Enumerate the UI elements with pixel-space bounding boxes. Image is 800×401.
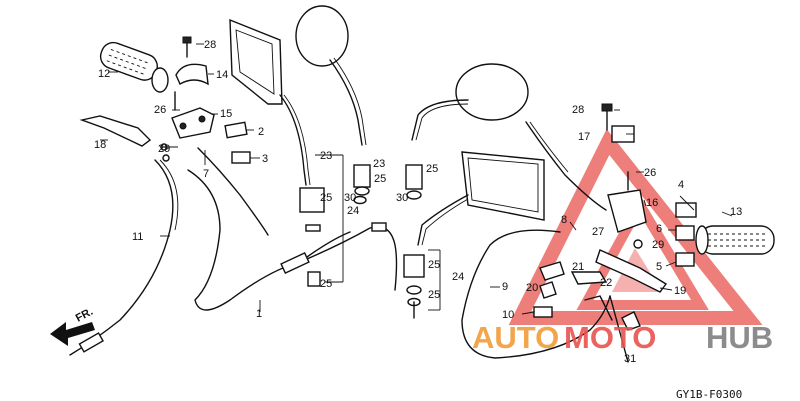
callout-brackets-left bbox=[315, 154, 344, 283]
wire-7 bbox=[197, 147, 269, 236]
label-27: 27 bbox=[592, 226, 604, 238]
label-17: 17 bbox=[578, 131, 590, 143]
bolt-28-right bbox=[601, 103, 613, 112]
label-20: 20 bbox=[526, 282, 538, 294]
label-23a: 23 bbox=[320, 150, 332, 162]
left-mirror bbox=[229, 18, 311, 186]
switch-3 bbox=[231, 151, 251, 164]
label-15: 15 bbox=[220, 108, 232, 120]
throttle-cable-1 bbox=[187, 169, 398, 311]
label-23b: 23 bbox=[373, 158, 385, 170]
switch-6 bbox=[675, 225, 695, 241]
label-6: 6 bbox=[656, 223, 662, 235]
label-24a: 24 bbox=[347, 205, 359, 217]
label-25b: 25 bbox=[374, 173, 386, 185]
label-25a: 25 bbox=[320, 192, 332, 204]
adjuster-lower bbox=[307, 271, 321, 287]
label-16: 16 bbox=[646, 197, 658, 209]
rod-31 bbox=[609, 295, 629, 363]
label-12: 12 bbox=[98, 68, 110, 80]
watermark-hub: HUB bbox=[706, 320, 773, 355]
brake-cable-9 bbox=[461, 229, 611, 359]
label-3: 3 bbox=[262, 153, 268, 165]
nut-29 bbox=[633, 239, 643, 249]
watermark-auto: AUTO bbox=[472, 320, 559, 355]
label-9: 9 bbox=[502, 281, 508, 293]
part-22 bbox=[570, 271, 608, 285]
watermark-text: AUTO MOTO HUB bbox=[472, 320, 773, 355]
part-20 bbox=[539, 281, 557, 299]
part-number-labels: 1 2 3 4 5 6 7 8 9 10 11 12 13 14 15 16 1… bbox=[94, 39, 742, 365]
mirror-adjusters-right bbox=[403, 164, 425, 319]
front-direction-arrow bbox=[50, 322, 95, 346]
leader-lines bbox=[100, 43, 733, 315]
part-10 bbox=[533, 306, 553, 318]
label-7: 7 bbox=[203, 168, 209, 180]
label-5: 5 bbox=[656, 261, 662, 273]
label-25d: 25 bbox=[428, 259, 440, 271]
label-25e: 25 bbox=[320, 278, 332, 290]
label-18: 18 bbox=[94, 139, 106, 151]
switch-4 bbox=[675, 202, 697, 218]
label-2: 2 bbox=[258, 126, 264, 138]
label-10: 10 bbox=[502, 309, 514, 321]
callout-brackets-right bbox=[428, 249, 441, 311]
clip-31 bbox=[621, 311, 641, 331]
label-26b: 26 bbox=[644, 167, 656, 179]
label-29a: 29 bbox=[158, 143, 170, 155]
watermark-moto: MOTO bbox=[564, 320, 656, 355]
drawing-code: GY1B-F0300 bbox=[676, 388, 742, 401]
label-30a: 30 bbox=[344, 192, 356, 204]
label-29b: 29 bbox=[652, 239, 664, 251]
label-1: 1 bbox=[256, 308, 262, 320]
wire-8 bbox=[525, 121, 607, 211]
grip-cover-14 bbox=[175, 63, 209, 86]
clutch-lever-18 bbox=[79, 115, 152, 147]
switch-assembly-16 bbox=[607, 189, 647, 233]
label-28a: 28 bbox=[204, 39, 216, 51]
right-grip bbox=[695, 225, 775, 255]
label-25c: 25 bbox=[426, 163, 438, 175]
part-21 bbox=[539, 261, 565, 281]
label-4: 4 bbox=[678, 179, 684, 191]
front-direction-label: FR. bbox=[74, 306, 95, 325]
label-13: 13 bbox=[730, 206, 742, 218]
mirror-adjusters-left bbox=[299, 164, 371, 232]
label-8: 8 bbox=[561, 214, 567, 226]
label-28b: 28 bbox=[572, 104, 584, 116]
label-26a: 26 bbox=[154, 104, 166, 116]
switch-2 bbox=[224, 121, 248, 139]
label-11: 11 bbox=[132, 231, 143, 243]
label-21: 21 bbox=[572, 261, 584, 273]
label-30b: 30 bbox=[396, 192, 408, 204]
label-19: 19 bbox=[674, 285, 686, 297]
brake-lever-19 bbox=[595, 249, 668, 293]
label-31: 31 bbox=[624, 353, 636, 365]
label-25f: 25 bbox=[428, 289, 440, 301]
left-round-mirror bbox=[295, 5, 367, 146]
label-14: 14 bbox=[216, 69, 228, 81]
label-22: 22 bbox=[600, 277, 612, 289]
left-grip bbox=[99, 41, 169, 93]
switch-5 bbox=[675, 252, 695, 267]
right-round-mirror bbox=[411, 63, 529, 141]
holder-15 bbox=[171, 107, 215, 139]
right-rectangle-mirror bbox=[417, 151, 545, 246]
bolt-28-top bbox=[182, 36, 192, 58]
label-24b: 24 bbox=[452, 271, 464, 283]
